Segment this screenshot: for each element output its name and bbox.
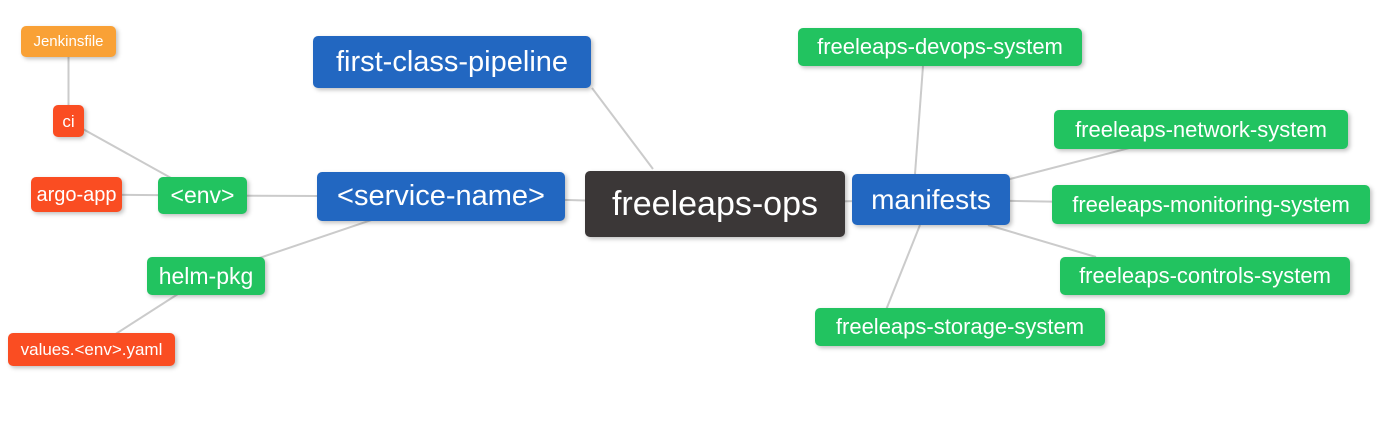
node-ci[interactable]: ci — [53, 105, 84, 137]
node-controls-system[interactable]: freeleaps-controls-system — [1060, 257, 1350, 295]
node-label: helm-pkg — [158, 262, 254, 289]
node-label: freeleaps-ops — [611, 185, 818, 223]
node-label: freeleaps-monitoring-system — [1072, 191, 1350, 217]
node-label: values.<env>.yaml — [20, 340, 163, 359]
node-label: freeleaps-devops-system — [817, 34, 1063, 59]
node-label: <service-name> — [337, 180, 545, 212]
node-manifests[interactable]: manifests — [852, 174, 1010, 225]
node-values-env-yaml[interactable]: values.<env>.yaml — [8, 333, 175, 366]
node-freeleaps-ops[interactable]: freeleaps-ops — [585, 171, 845, 237]
node-jenkinsfile[interactable]: Jenkinsfile — [21, 26, 116, 57]
node-storage-system[interactable]: freeleaps-storage-system — [815, 308, 1105, 346]
node-helm-pkg[interactable]: helm-pkg — [147, 257, 265, 295]
node-service-name[interactable]: <service-name> — [317, 172, 565, 221]
node-network-system[interactable]: freeleaps-network-system — [1054, 110, 1348, 149]
node-argo-app[interactable]: argo-app — [31, 177, 122, 212]
node-label: first-class-pipeline — [335, 45, 569, 78]
node-label: manifests — [871, 183, 991, 215]
node-first-class-pipeline[interactable]: first-class-pipeline — [313, 36, 591, 88]
node-monitoring-system[interactable]: freeleaps-monitoring-system — [1052, 185, 1370, 224]
node-label: freeleaps-storage-system — [835, 314, 1085, 339]
node-label: freeleaps-controls-system — [1079, 263, 1331, 288]
node-label: Jenkinsfile — [33, 33, 104, 50]
node-label: freeleaps-network-system — [1075, 116, 1327, 142]
node-label: ci — [62, 111, 75, 131]
node-label: <env> — [170, 182, 235, 208]
node-devops-system[interactable]: freeleaps-devops-system — [798, 28, 1082, 66]
node-env[interactable]: <env> — [158, 177, 247, 214]
node-label: argo-app — [36, 183, 117, 206]
